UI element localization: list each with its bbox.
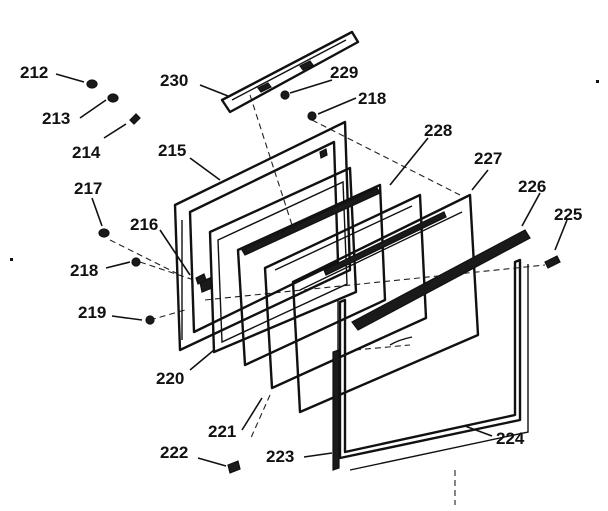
nut-218 bbox=[131, 257, 141, 267]
door-handle-part bbox=[220, 30, 360, 114]
callout-215: 215 bbox=[158, 141, 186, 160]
screw-219 bbox=[145, 315, 155, 325]
glass-pane bbox=[236, 183, 387, 367]
callout-228: 228 bbox=[424, 121, 452, 140]
inner-window-frame bbox=[208, 166, 358, 354]
side-channel bbox=[332, 349, 340, 471]
clip-214 bbox=[129, 113, 141, 125]
callout-222: 222 bbox=[160, 443, 188, 462]
callout-212: 212 bbox=[20, 63, 48, 82]
outer-glass-panel bbox=[291, 193, 480, 414]
nut-213 bbox=[107, 93, 119, 103]
callout-220: 220 bbox=[156, 369, 184, 388]
nut-218-top bbox=[307, 111, 317, 121]
registration-mark bbox=[596, 80, 599, 83]
callout-217: 217 bbox=[74, 179, 102, 198]
clip-part bbox=[544, 255, 561, 269]
callout-218-left: 218 bbox=[70, 261, 98, 280]
callout-219: 219 bbox=[78, 303, 106, 322]
leader-lines bbox=[55, 73, 568, 467]
hardware bbox=[86, 79, 317, 474]
callout-225: 225 bbox=[554, 205, 582, 224]
callout-216: 216 bbox=[130, 215, 158, 234]
registration-mark bbox=[10, 258, 13, 261]
callout-227: 227 bbox=[474, 149, 502, 168]
spacer-222 bbox=[227, 460, 241, 474]
assembly-guide-lines bbox=[109, 94, 546, 505]
callout-224: 224 bbox=[496, 429, 525, 448]
callout-214: 214 bbox=[72, 143, 101, 162]
screw-212 bbox=[86, 79, 98, 89]
callout-213: 213 bbox=[42, 109, 70, 128]
callout-226: 226 bbox=[518, 177, 546, 196]
callout-229: 229 bbox=[330, 63, 358, 82]
inner-door-panel bbox=[263, 193, 428, 390]
callout-labels: 212 213 214 215 216 217 218 218 219 220 … bbox=[20, 63, 582, 466]
callout-223: 223 bbox=[266, 447, 294, 466]
screw-217 bbox=[98, 228, 110, 238]
callout-221: 221 bbox=[208, 422, 236, 441]
clip-216 bbox=[195, 273, 207, 285]
outer-door-panel bbox=[173, 120, 352, 352]
screw-229 bbox=[280, 90, 290, 100]
callout-230: 230 bbox=[160, 71, 188, 90]
callout-218-top: 218 bbox=[358, 89, 386, 108]
top-trim-strip bbox=[351, 229, 531, 331]
